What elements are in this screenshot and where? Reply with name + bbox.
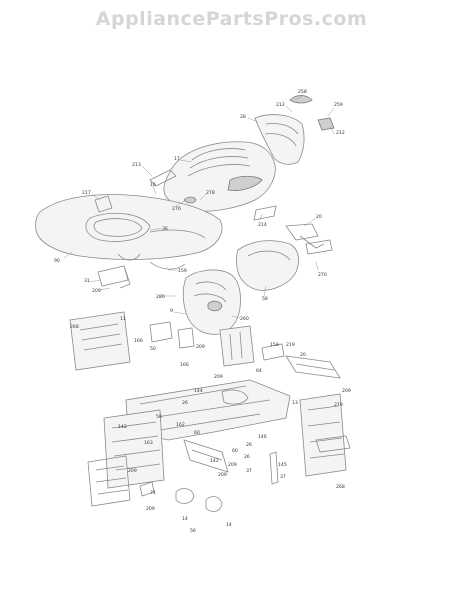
callout-label: 276: [172, 206, 181, 212]
callout-label: 142: [118, 424, 127, 430]
callout-label: 219: [334, 402, 343, 408]
callout-label: 214: [258, 222, 267, 228]
callout-label: 166: [180, 362, 189, 368]
callout-label: 209: [342, 388, 351, 394]
callout-label: 209: [128, 468, 137, 474]
callout-label: 17: [174, 156, 180, 162]
callout-label: 31: [84, 278, 90, 284]
watermark: AppliancePartsPros.com: [95, 8, 368, 30]
callout-label: 58: [262, 296, 268, 302]
callout-label: 209: [228, 462, 237, 468]
callout-label: 280: [156, 294, 165, 300]
callout-label: 20: [316, 214, 322, 220]
callout-label: 209: [214, 374, 223, 380]
callout-label: 90: [54, 258, 60, 264]
callout-label: 146: [258, 434, 267, 440]
callout-label: 145: [278, 462, 287, 468]
callout-label: 64: [256, 368, 262, 374]
callout-label: 268: [70, 324, 79, 330]
callout-label: 163: [144, 440, 153, 446]
callout-label: 209: [146, 506, 155, 512]
callout-label: 209: [92, 288, 101, 294]
callout-label: 74: [150, 490, 156, 496]
callout-label: 166: [134, 338, 143, 344]
callout-label: 14: [182, 516, 188, 522]
callout-label: 212: [336, 130, 345, 136]
frame-assembly: [69, 311, 351, 512]
callout-label: 28: [240, 114, 246, 120]
callout-label: 217: [82, 190, 91, 196]
callout-label: 37: [246, 468, 252, 474]
callout-label: 36: [162, 226, 168, 232]
callout-label: 260: [240, 316, 249, 322]
callout-label: 9: [170, 308, 173, 314]
callout-label: 26: [182, 400, 188, 406]
callout-label: 213: [132, 162, 141, 168]
dash-assembly: [97, 223, 333, 335]
callout-label: 278: [206, 190, 215, 196]
callout-label: 212: [276, 102, 285, 108]
callout-label: 37: [280, 474, 286, 480]
callout-label: 11: [120, 316, 126, 322]
callout-label: 20: [300, 352, 306, 358]
leader-lines: [63, 95, 335, 319]
callout-label: 60: [232, 448, 238, 454]
callout-label: 209: [196, 344, 205, 350]
callout-label: 162: [176, 422, 185, 428]
callout-label: 270: [318, 272, 327, 278]
callout-label: 16: [150, 182, 156, 188]
callout-label: 14: [226, 522, 232, 528]
callout-label: 159: [178, 268, 187, 274]
callout-label: 13: [292, 400, 298, 406]
callout-label: 56: [190, 528, 196, 534]
callout-label: 209: [218, 472, 227, 478]
callout-label: 26: [246, 442, 252, 448]
callout-label: 219: [286, 342, 295, 348]
callout-label: 60: [194, 430, 200, 436]
callout-label: 50: [156, 414, 162, 420]
callout-label: 258: [298, 89, 307, 95]
callout-label: 144: [194, 388, 203, 394]
fender-assembly: [35, 194, 223, 270]
callout-label: 142: [210, 458, 219, 464]
callout-label: 268: [336, 484, 345, 490]
callout-label: 259: [334, 102, 343, 108]
callout-label: 26: [244, 454, 250, 460]
callout-labels: 258 212 259 28 212 17 213 217 278 276 16…: [54, 89, 351, 534]
hood-assembly: [149, 95, 335, 221]
callout-label: 50: [150, 346, 156, 352]
callout-label: 158: [270, 342, 279, 348]
